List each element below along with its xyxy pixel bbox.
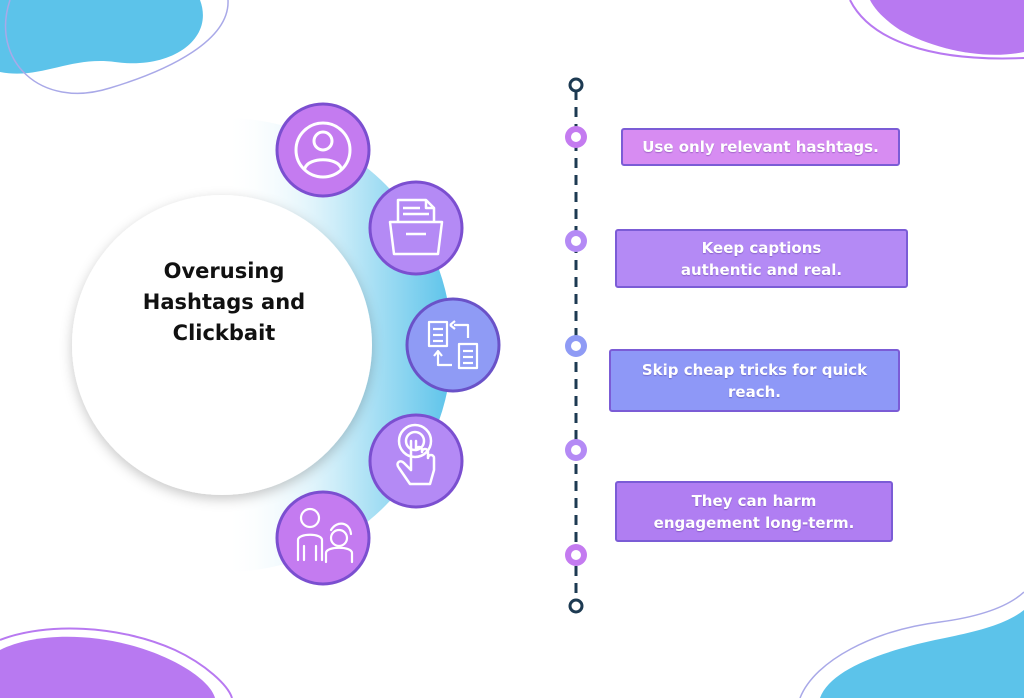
icon-circle-exchange [405, 297, 501, 393]
tip-text-1: Use only relevant hashtags. [642, 138, 879, 156]
timeline-end-top [568, 77, 584, 93]
blob-top-right [849, 0, 1024, 60]
icon-circle-user [275, 102, 371, 198]
icon-circle-tap [368, 413, 464, 509]
tip-card-2: Keep captions authentic and real. [615, 229, 908, 288]
blob-bottom-right [799, 591, 1024, 698]
icon-circle-folder [368, 180, 464, 276]
blob-bottom-left [0, 627, 233, 698]
timeline [565, 77, 587, 614]
tip-card-3: Skip cheap tricks for quick reach. [609, 349, 900, 412]
tip-card-1: Use only relevant hashtags. [621, 128, 900, 166]
blob-top-left [0, 0, 229, 94]
center-title: Overusing Hashtags and Clickbait [142, 259, 306, 345]
tip-text-3: Skip cheap tricks for quick reach. [641, 360, 868, 401]
people-icon [296, 507, 354, 564]
tap-hand-icon [396, 423, 436, 486]
user-icon [294, 121, 352, 179]
tip-card-4: They can harm engagement long-term. [615, 481, 893, 542]
icon-circle-people [275, 490, 371, 586]
folder-document-icon [388, 198, 444, 256]
tip-text-4: They can harm engagement long-term. [653, 491, 855, 532]
exchange-documents-icon [427, 320, 479, 370]
center-circle [72, 195, 372, 495]
timeline-end-bottom [568, 598, 584, 614]
tip-text-2: Keep captions authentic and real. [680, 238, 843, 279]
